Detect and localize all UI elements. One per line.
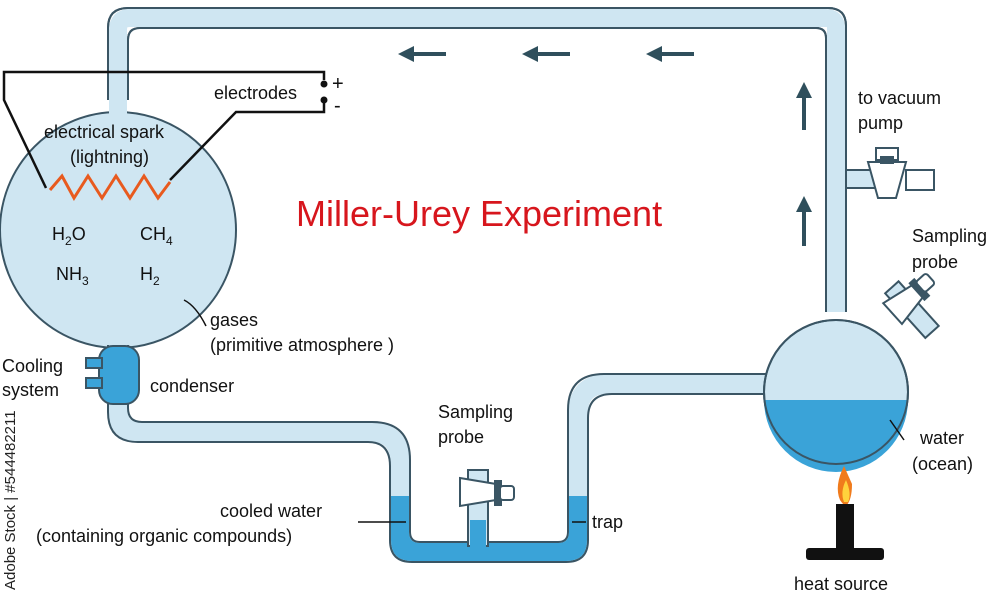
- trap-water: [391, 496, 587, 561]
- sampling-probe-right-line1: Sampling: [912, 226, 987, 246]
- sampling-probe-left-line2: probe: [438, 427, 484, 447]
- electrodes-label: electrodes: [214, 83, 297, 103]
- molecule-h2: H2: [140, 264, 160, 288]
- stock-watermark: Adobe Stock | #544482211: [2, 410, 19, 590]
- water-label-line1: water: [919, 428, 964, 448]
- condenser-jacket: [85, 345, 140, 405]
- molecule-nh3: NH3: [56, 264, 89, 288]
- ocean-flask: [763, 319, 909, 472]
- gases-label-line2: (primitive atmosphere ): [210, 335, 394, 355]
- gases-label-line1: gases: [210, 310, 258, 330]
- spark-label-line2: (lightning): [70, 147, 149, 167]
- cooled-water-line1: cooled water: [220, 501, 322, 521]
- cooling-label-line1: Cooling: [2, 356, 63, 376]
- cooling-label-line2: system: [2, 380, 59, 400]
- plus-sign: +: [332, 73, 344, 95]
- svg-text:H2O: H2O: [52, 224, 86, 248]
- trap-label: trap: [592, 512, 623, 532]
- diagram-title: Miller-Urey Experiment: [296, 193, 662, 234]
- right-sampling-probe: [881, 273, 941, 340]
- sampling-probe-right-line2: probe: [912, 252, 958, 272]
- heat-source-label: heat source: [794, 574, 888, 594]
- sampling-probe-left-line1: Sampling: [438, 402, 513, 422]
- vacuum-valve: [866, 147, 935, 199]
- molecule-h2o: H2O: [52, 224, 86, 248]
- electrode-wires: [2, 70, 326, 189]
- condenser-tube-edges: [107, 345, 776, 563]
- condenser-label: condenser: [150, 376, 234, 396]
- molecule-ch4: CH4: [140, 224, 173, 248]
- spark-zigzag: [48, 173, 172, 201]
- middle-sampling-probe: [459, 469, 515, 550]
- glass-tube-fill: [109, 9, 845, 312]
- cooled-water-line2: (containing organic compounds): [36, 526, 292, 546]
- flow-arrows: [398, 46, 812, 246]
- heat-source: [806, 466, 884, 560]
- minus-sign: -: [334, 95, 341, 117]
- vacuum-label-line2: pump: [858, 113, 903, 133]
- svg-text:NH3: NH3: [56, 264, 89, 288]
- spark-label-line1: electrical spark: [44, 122, 165, 142]
- glass-tube-edges: [107, 7, 847, 312]
- svg-text:H2: H2: [140, 264, 160, 288]
- water-label-line2: (ocean): [912, 454, 973, 474]
- svg-text:CH4: CH4: [140, 224, 173, 248]
- vacuum-label-line1: to vacuum: [858, 88, 941, 108]
